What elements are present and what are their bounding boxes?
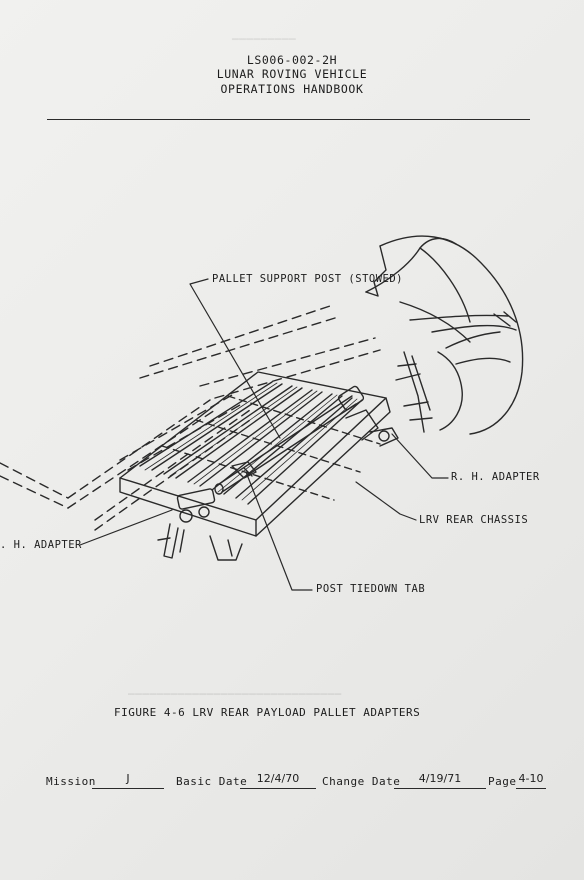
- page-footer: Mission J Basic Date 12/4/70 Change Date…: [0, 770, 584, 794]
- leader-lines: [79, 278, 449, 591]
- rh-adapter-hardware: [345, 351, 433, 447]
- mission-value: J: [92, 770, 164, 789]
- callout-rh-adapter: R. H. ADAPTER: [451, 471, 540, 483]
- pallet-deck: [119, 371, 391, 537]
- page-label: Page: [488, 775, 517, 788]
- figure-caption: FIGURE 4-6 LRV REAR PAYLOAD PALLET ADAPT…: [114, 706, 421, 719]
- document-number: LS006-002-2H: [246, 53, 338, 67]
- callout-pallet-support-post: PALLET SUPPORT POST (STOWED): [212, 273, 404, 285]
- callout-lrv-rear-chassis: LRV REAR CHASSIS: [419, 514, 529, 526]
- change-date-label: Change Date: [322, 775, 401, 788]
- change-date-value: 4/19/71: [394, 770, 486, 789]
- lh-adapter-hardware: [157, 488, 243, 561]
- wheel-fender: [365, 235, 524, 435]
- bleed-through-text: ━━━━━━━━━: [232, 33, 297, 46]
- callout-post-tiedown-tab: POST TIEDOWN TAB: [316, 583, 426, 595]
- bleed-through-text: ━━━━━━━━━━━━━━━━━━━━━━━━━━━━━━: [128, 688, 342, 701]
- basic-date-label: Basic Date: [176, 775, 248, 788]
- page-value: 4-10: [516, 770, 546, 789]
- header-rule: [47, 119, 530, 120]
- mission-label: Mission: [46, 775, 96, 788]
- callout-lh-adapter: . H. ADAPTER: [0, 539, 82, 551]
- handbook-title: OPERATIONS HANDBOOK: [220, 82, 364, 96]
- post-tiedown-tab: [231, 461, 257, 479]
- vehicle-title: LUNAR ROVING VEHICLE: [216, 67, 368, 81]
- basic-date-value: 12/4/70: [240, 770, 316, 789]
